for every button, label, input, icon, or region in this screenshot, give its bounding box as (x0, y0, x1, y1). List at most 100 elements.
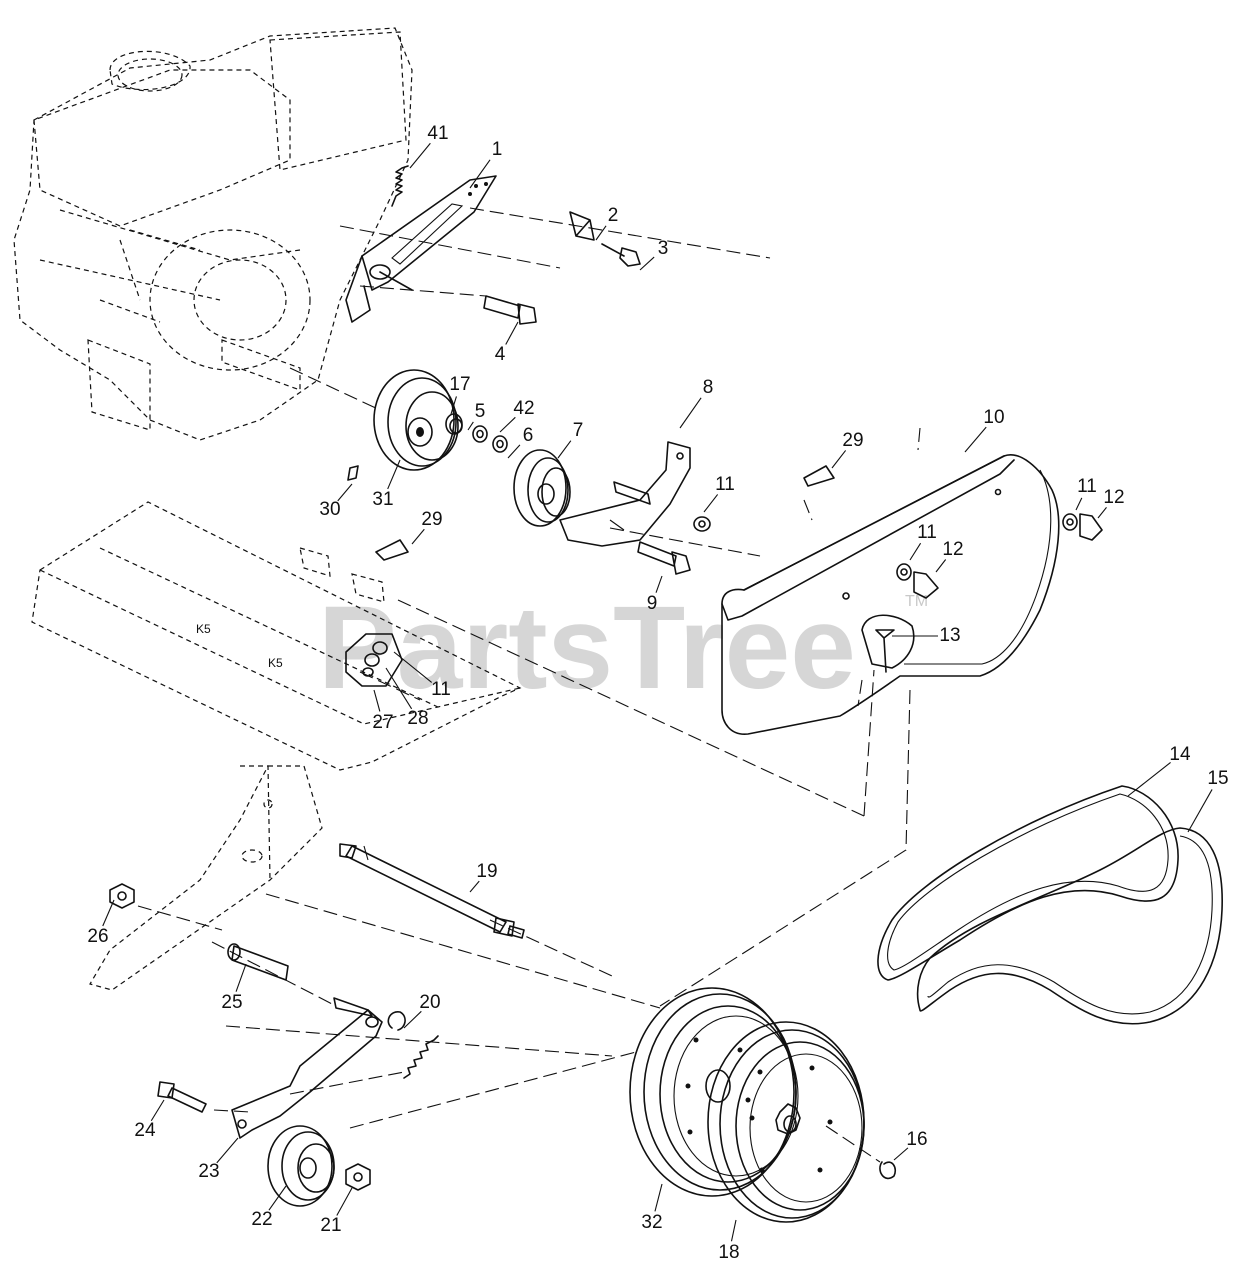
callout-4: 4 (495, 344, 506, 365)
callout-leader-29 (831, 450, 847, 469)
callout-leader-30 (337, 483, 353, 502)
callout-9: 9 (647, 593, 658, 614)
callout-leader-3 (639, 256, 655, 271)
frame-bracket-ghost (89, 765, 323, 991)
callout-2: 2 (608, 205, 619, 226)
watermark-text: PartsTree (318, 582, 856, 714)
callout-11: 11 (715, 474, 735, 495)
callout-16: 16 (906, 1129, 927, 1150)
callout-30: 30 (319, 499, 340, 520)
callout-14: 14 (1169, 744, 1191, 765)
callout-13: 13 (939, 625, 960, 646)
callout-leader-1 (469, 159, 491, 189)
callout-leader-11 (909, 542, 922, 561)
engine-ghost (13, 27, 413, 441)
svg-text:K5: K5 (196, 622, 211, 636)
callout-leader-19 (469, 880, 480, 893)
callout-7: 7 (573, 420, 584, 441)
tine-shield-ghost: K5 K5 (31, 501, 522, 771)
callout-31: 31 (372, 489, 393, 510)
callout-leader-28 (385, 667, 413, 710)
assembly-lines (137, 207, 921, 1163)
part-12-acorn-nut-b (913, 571, 939, 599)
callout-leader-42 (499, 416, 516, 433)
callout-leader-22 (268, 1185, 287, 1211)
part-26-nut (109, 883, 135, 909)
callout-27: 27 (372, 712, 393, 733)
part-25-pin (227, 943, 289, 981)
part-19-shaft (339, 843, 525, 939)
callout-12: 12 (942, 539, 963, 560)
callout-leader-12 (1097, 507, 1107, 519)
part-30-key (347, 465, 359, 481)
callout-6: 6 (523, 425, 534, 446)
callout-leader-7 (557, 440, 572, 459)
part-1-idler-bracket (345, 175, 497, 323)
callout-leader-32 (654, 1183, 663, 1212)
callout-23: 23 (198, 1161, 219, 1182)
callout-11: 11 (917, 522, 937, 543)
callout-leader-5 (467, 421, 474, 431)
part-6-washer (492, 435, 508, 453)
part-14-belt (877, 785, 1179, 981)
part-41-spring (391, 165, 409, 207)
part-8-idler-arm (559, 441, 691, 547)
callout-12: 12 (1103, 487, 1124, 508)
callout-leader-41 (409, 142, 431, 169)
callout-20: 20 (419, 992, 440, 1013)
callout-41: 41 (427, 123, 448, 144)
part-2-clip (569, 211, 595, 241)
part-22-pulley (267, 1125, 335, 1207)
callout-10: 10 (983, 407, 1004, 428)
part-42-washer (472, 425, 488, 443)
callout-leader-26 (102, 899, 115, 927)
callout-21: 21 (320, 1215, 341, 1236)
callout-17: 17 (449, 374, 470, 395)
watermark-trademark: TM (905, 593, 928, 610)
part-5-bearing (449, 418, 463, 434)
part-7-pulley (513, 449, 571, 527)
callout-25: 25 (221, 992, 242, 1013)
callout-leader-14 (1127, 761, 1171, 797)
part-29-clip-lower (375, 539, 409, 561)
callout-22: 22 (251, 1209, 272, 1230)
callout-8: 8 (703, 377, 714, 398)
callout-leader-20 (403, 1010, 422, 1029)
part-3-bolt (601, 243, 641, 267)
callout-leader-10 (964, 426, 987, 453)
callout-1: 1 (492, 139, 503, 160)
part-13-bolt (861, 614, 915, 673)
callout-29: 29 (421, 509, 442, 530)
part-11-washer-c (896, 563, 912, 581)
part-9-bolt (637, 541, 691, 575)
callout-leader-15 (1187, 789, 1213, 833)
callout-leader-18 (730, 1219, 737, 1242)
callout-leader-27 (373, 689, 381, 712)
callout-3: 3 (658, 238, 669, 259)
callout-24: 24 (134, 1120, 156, 1141)
callout-leader-24 (150, 1099, 165, 1122)
callout-leader-8 (679, 397, 702, 429)
callout-leader-4 (505, 321, 519, 345)
part-42-washer-hole (476, 429, 484, 439)
callout-leader-25 (235, 963, 247, 992)
callout-leader-21 (336, 1187, 353, 1216)
part-15-belt (916, 827, 1223, 1025)
part-11-washer-b (1062, 513, 1078, 531)
callout-leader-11 (703, 494, 719, 513)
callout-leader-31 (387, 459, 401, 490)
part-20-ring (387, 1011, 406, 1031)
lower-spring (403, 1035, 439, 1079)
part-11-washer-a (693, 516, 711, 532)
callout-18: 18 (718, 1242, 739, 1263)
callout-leader-6 (507, 444, 521, 459)
callout-15: 15 (1207, 768, 1228, 789)
callout-32: 32 (641, 1212, 662, 1233)
callout-leader-11 (1075, 497, 1083, 511)
callout-leader-29 (411, 528, 425, 545)
callout-leader-17 (450, 396, 457, 415)
part-6-washer-hole (496, 439, 504, 449)
callout-29: 29 (842, 430, 863, 451)
